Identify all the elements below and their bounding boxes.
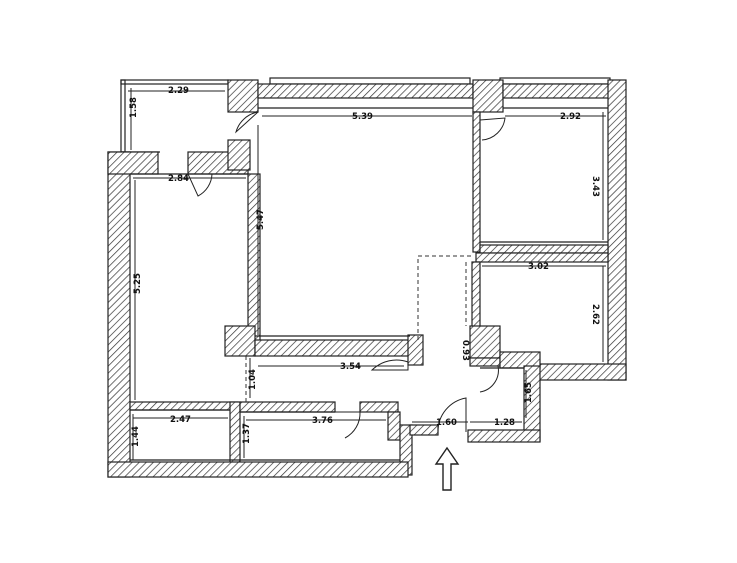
dim-3-76: 3.76 [312,416,333,426]
dim-1-04: 1.04 [248,369,258,390]
dim-1-37: 1.37 [242,423,252,444]
dim-1-58: 1.58 [129,97,139,118]
dim-1-44: 1.44 [131,426,141,447]
dim-1-60: 1.60 [436,418,457,428]
dim-5-25: 5.25 [133,273,143,294]
dim-2-84: 2.84 [168,174,189,184]
inner-lines [130,107,608,461]
entrance-arrow-icon [434,446,460,491]
dim-2-29: 2.29 [168,86,189,96]
walls [107,79,627,478]
dim-0-93: 0.93 [460,340,470,361]
dimension-labels: 2.29 1.58 5.39 2.92 3.43 2.84 5.47 5.25 … [129,86,600,447]
dim-3-43: 3.43 [590,176,600,197]
dim-2-47: 2.47 [170,415,191,425]
dim-5-47: 5.47 [256,209,266,230]
dashed-lines [245,255,474,402]
dim-1-28: 1.28 [494,418,515,428]
dim-5-39: 5.39 [352,112,373,122]
doors [187,111,506,439]
dim-3-02: 3.02 [528,262,549,272]
dim-2-62: 2.62 [590,304,600,325]
dim-3-54: 3.54 [340,362,361,372]
dim-2-92: 2.92 [560,112,581,122]
dimension-lines [128,88,606,460]
dim-1-65: 1.65 [524,382,534,403]
